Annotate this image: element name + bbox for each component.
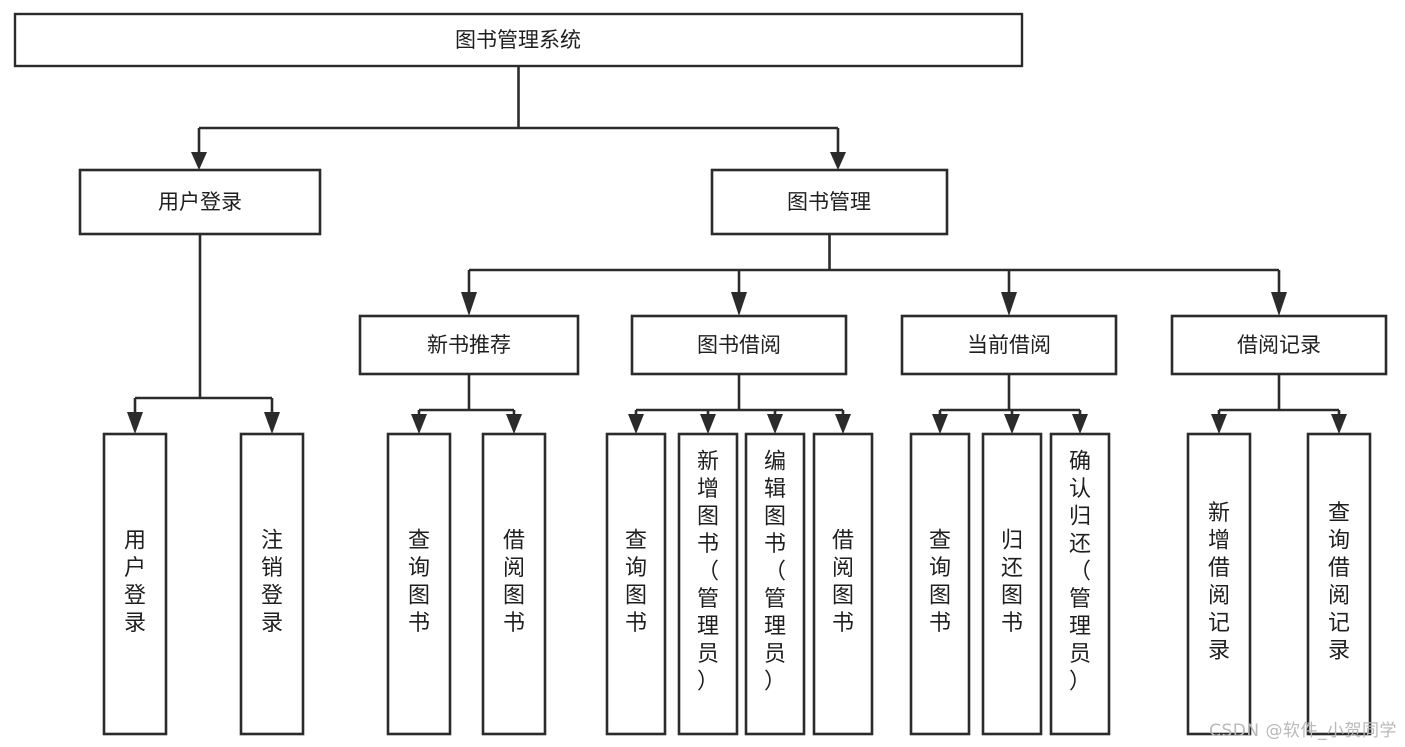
leaf-node-box[interactable]: [605, 432, 667, 736]
leaf-node-label: 注销登录: [261, 529, 283, 637]
leaf-node-label: 编辑图书（管理员）: [764, 450, 786, 695]
node-book-borrow-label: 图书借阅: [697, 333, 781, 357]
leaf-node[interactable]: 用户登录: [102, 432, 168, 736]
arrow-head-icon: [506, 414, 522, 434]
arrow-head-icon: [932, 414, 948, 434]
edge-bookmanage-to-level3: [461, 234, 1287, 316]
node-book-manage-box[interactable]: [710, 168, 949, 236]
arrow-head-icon: [731, 292, 747, 316]
arrow-head-icon: [1001, 292, 1017, 316]
arrow-head-icon: [127, 412, 143, 434]
arrow-head-icon: [1271, 292, 1287, 316]
arrow-head-icon: [628, 414, 644, 434]
leaf-node[interactable]: 查询图书: [386, 432, 452, 736]
arrow-head-icon: [835, 414, 851, 434]
leaf-node-label: 查询图书: [625, 529, 647, 637]
node-current-borrow[interactable]: 当前借阅: [900, 314, 1118, 376]
leaf-node-box[interactable]: [677, 432, 739, 736]
leaf-node[interactable]: 确认归还（管理员）: [1049, 432, 1111, 736]
edge-newbook-to-leaves: [411, 374, 522, 434]
node-new-book-recommend[interactable]: 新书推荐: [358, 314, 580, 376]
node-borrow-record[interactable]: 借阅记录: [1170, 314, 1388, 376]
leaf-node-box[interactable]: [386, 432, 452, 736]
leaf-node-box[interactable]: [1186, 432, 1252, 736]
edge-bookborrow-to-leaves: [628, 374, 851, 434]
node-root-label: 图书管理系统: [455, 28, 581, 52]
leaf-node-label: 归还图书: [1001, 529, 1023, 637]
arrow-head-icon: [411, 414, 427, 434]
arrow-head-icon: [191, 152, 207, 170]
leaf-node[interactable]: 归还图书: [981, 432, 1043, 736]
leaf-node-layer: 用户登录 注销登录 查询图书 借阅图书 查询图书 新增图书（管理员） 编辑图书（管理员） 借阅…: [102, 432, 1372, 736]
leaf-node[interactable]: 查询借阅记录: [1306, 432, 1372, 736]
leaf-node-box[interactable]: [102, 432, 168, 736]
leaf-node[interactable]: 注销登录: [239, 432, 305, 736]
arrow-head-icon: [1211, 414, 1227, 434]
arrow-head-icon: [767, 414, 783, 434]
leaf-node-label: 借阅图书: [832, 529, 854, 637]
arrow-head-icon: [1004, 414, 1020, 434]
node-new-book-recommend-label: 新书推荐: [427, 333, 511, 357]
leaf-node[interactable]: 编辑图书（管理员）: [744, 432, 806, 736]
node-user-login-label: 用户登录: [158, 190, 242, 214]
leaf-node-box[interactable]: [1306, 432, 1372, 736]
leaf-node-label: 借阅图书: [503, 529, 525, 637]
edge-currentborrow-to-leaves: [932, 374, 1088, 434]
edge-userlogin-to-leaves: [127, 234, 280, 434]
leaf-node[interactable]: 借阅图书: [812, 432, 874, 736]
arrow-head-icon: [1072, 414, 1088, 434]
edge-root-to-level2: [191, 66, 846, 170]
leaf-node-box[interactable]: [981, 432, 1043, 736]
leaf-node[interactable]: 查询图书: [605, 432, 667, 736]
leaf-node-box[interactable]: [481, 432, 547, 736]
leaf-node-label: 新增借阅记录: [1208, 501, 1230, 664]
node-user-login-box[interactable]: [78, 168, 322, 236]
leaf-node-label: 新增图书（管理员）: [697, 450, 719, 695]
edge-borrowrecord-to-leaves: [1211, 374, 1347, 434]
node-book-borrow[interactable]: 图书借阅: [630, 314, 848, 376]
node-book-manage[interactable]: 图书管理: [710, 168, 949, 236]
node-current-borrow-label: 当前借阅: [967, 333, 1051, 357]
leaf-node-label: 查询图书: [929, 529, 951, 637]
leaf-node-box[interactable]: [909, 432, 971, 736]
arrow-head-icon: [264, 412, 280, 434]
leaf-node-label: 查询图书: [408, 529, 430, 637]
arrow-head-icon: [830, 152, 846, 170]
node-book-manage-label: 图书管理: [787, 190, 871, 214]
leaf-node-label: 确认归还（管理员）: [1069, 450, 1091, 695]
arrow-head-icon: [1331, 414, 1347, 434]
leaf-node-box[interactable]: [812, 432, 874, 736]
node-user-login[interactable]: 用户登录: [78, 168, 322, 236]
node-root[interactable]: 图书管理系统: [13, 12, 1024, 68]
arrow-head-icon: [461, 292, 477, 316]
leaf-node-label: 查询借阅记录: [1328, 501, 1350, 664]
node-current-borrow-box[interactable]: [900, 314, 1118, 376]
node-root-box[interactable]: [13, 12, 1024, 68]
node-new-book-recommend-box[interactable]: [358, 314, 580, 376]
leaf-node-box[interactable]: [1049, 432, 1111, 736]
leaf-node-box[interactable]: [744, 432, 806, 736]
leaf-node[interactable]: 新增借阅记录: [1186, 432, 1252, 736]
node-book-borrow-box[interactable]: [630, 314, 848, 376]
leaf-node-box[interactable]: [239, 432, 305, 736]
node-borrow-record-label: 借阅记录: [1237, 333, 1321, 357]
edge-layer: [127, 66, 1347, 434]
leaf-node[interactable]: 新增图书（管理员）: [677, 432, 739, 736]
leaf-node-label: 用户登录: [124, 529, 146, 637]
leaf-node[interactable]: 查询图书: [909, 432, 971, 736]
leaf-node[interactable]: 借阅图书: [481, 432, 547, 736]
node-borrow-record-box[interactable]: [1170, 314, 1388, 376]
arrow-head-icon: [700, 414, 716, 434]
